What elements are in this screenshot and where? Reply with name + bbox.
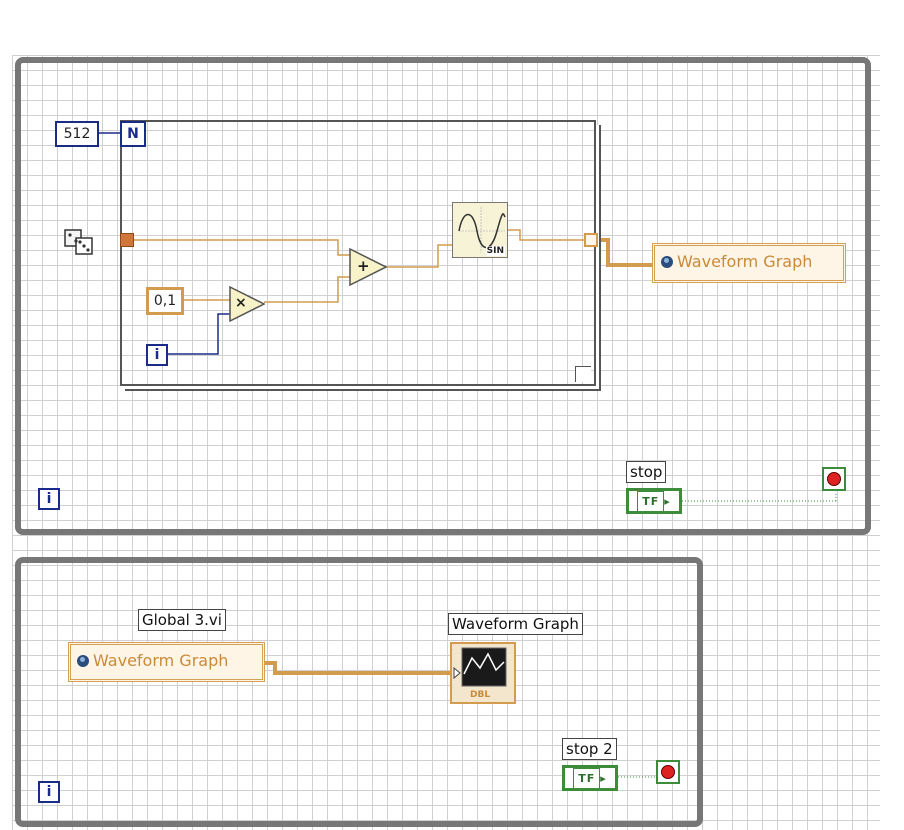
for-loop[interactable] xyxy=(120,120,596,386)
graph-icon xyxy=(453,647,507,687)
stop2-label: stop 2 xyxy=(562,738,617,760)
waveform-graph-local-top[interactable]: Waveform Graph xyxy=(652,243,846,283)
output-tunnel[interactable] xyxy=(584,233,598,247)
shift-tunnel[interactable] xyxy=(120,233,134,247)
block-diagram-grid xyxy=(12,55,880,830)
local-var-label: Waveform Graph xyxy=(677,252,813,271)
stop-button-terminal[interactable]: TF▸ xyxy=(626,488,682,514)
stop2-button-terminal[interactable]: TF▸ xyxy=(562,765,618,791)
add-function[interactable]: + xyxy=(349,247,388,287)
global-var-label: Waveform Graph xyxy=(93,651,229,670)
graph-type-label: DBL xyxy=(470,690,491,700)
multiplier-constant[interactable]: 0,1 xyxy=(146,287,184,315)
bottom-while-loop[interactable] xyxy=(15,557,703,827)
stop2-bool-text: TF xyxy=(573,768,601,790)
sine-label: SIN xyxy=(485,246,505,256)
globe-icon xyxy=(77,655,89,667)
graph-label: Waveform Graph xyxy=(448,613,583,635)
add-symbol: + xyxy=(357,257,370,275)
global-vi-label: Global 3.vi xyxy=(138,609,226,631)
count-constant[interactable]: 512 xyxy=(55,121,99,147)
top-loop-iteration-terminal[interactable]: i xyxy=(38,488,60,510)
loop-condition-stop2[interactable] xyxy=(656,760,680,784)
top-while-loop[interactable] xyxy=(15,57,871,535)
for-loop-iteration-terminal[interactable]: i xyxy=(146,344,168,366)
multiply-function[interactable]: × xyxy=(229,285,266,323)
waveform-graph-global-read[interactable]: Waveform Graph xyxy=(68,642,265,682)
sine-function[interactable]: SIN xyxy=(452,202,508,258)
count-terminal[interactable]: N xyxy=(120,121,146,147)
waveform-graph-terminal[interactable]: DBL xyxy=(450,642,516,704)
bottom-loop-iteration-terminal[interactable]: i xyxy=(38,781,60,803)
stop-label: stop xyxy=(626,461,667,483)
stop-bool-text: TF xyxy=(637,491,665,513)
for-loop-page-curl xyxy=(575,366,591,382)
multiply-symbol: × xyxy=(235,295,247,311)
globe-icon xyxy=(661,256,673,268)
loop-condition-stop[interactable] xyxy=(822,467,846,491)
dice-icon[interactable] xyxy=(62,224,98,258)
